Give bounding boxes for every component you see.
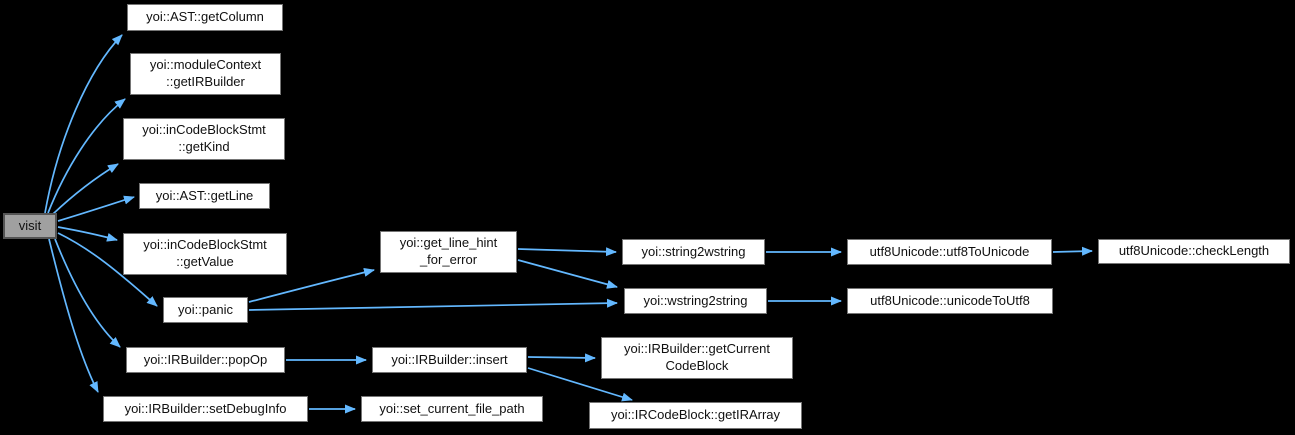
node-in-code-block-stmt-get-value[interactable]: yoi::inCodeBlockStmt ::getValue: [123, 233, 287, 275]
edge-visit-to-ir-builder-pop-op: [54, 238, 121, 348]
node-ast-get-line[interactable]: yoi::AST::getLine: [139, 183, 270, 209]
node-ast-get-column[interactable]: yoi::AST::getColumn: [127, 4, 283, 31]
edge-visit-to-ast-get-line: [57, 195, 135, 222]
edge-visit-to-module-context-get-ir-builder: [47, 98, 126, 214]
node-string2wstring[interactable]: yoi::string2wstring: [622, 239, 765, 265]
edge-get-line-hint-to-string2wstring: [517, 247, 617, 257]
node-ir-builder-insert[interactable]: yoi::IRBuilder::insert: [372, 347, 527, 373]
node-get-line-hint-for-error[interactable]: yoi::get_line_hint _for_error: [380, 231, 517, 273]
node-utf8-to-unicode[interactable]: utf8Unicode::utf8ToUnicode: [847, 239, 1052, 265]
edge-insert-to-get-current-code-block: [527, 353, 596, 363]
edge-insert-to-get-ir-array: [527, 367, 633, 402]
node-unicode-to-utf8[interactable]: utf8Unicode::unicodeToUtf8: [847, 288, 1053, 314]
node-module-context-get-ir-builder[interactable]: yoi::moduleContext ::getIRBuilder: [130, 53, 281, 95]
edge-get-line-hint-to-wstring2string: [517, 259, 618, 289]
node-set-current-file-path[interactable]: yoi::set_current_file_path: [361, 396, 543, 422]
node-get-current-code-block[interactable]: yoi::IRBuilder::getCurrent CodeBlock: [601, 337, 793, 379]
node-get-ir-array[interactable]: yoi::IRCodeBlock::getIRArray: [589, 402, 802, 429]
edge-panic-to-wstring2string: [248, 298, 618, 311]
edge-visit-to-panic: [57, 232, 158, 307]
node-wstring2string[interactable]: yoi::wstring2string: [624, 288, 767, 314]
node-check-length[interactable]: utf8Unicode::checkLength: [1098, 239, 1290, 264]
edge-visit-to-in-code-block-stmt-get-value: [57, 226, 118, 242]
node-panic[interactable]: yoi::panic: [163, 297, 248, 323]
node-ir-builder-set-debug-info[interactable]: yoi::IRBuilder::setDebugInfo: [103, 396, 308, 422]
edge-visit-to-ast-get-column: [44, 34, 123, 214]
edge-visit-to-ir-builder-set-debug-info: [48, 238, 99, 393]
node-ir-builder-pop-op[interactable]: yoi::IRBuilder::popOp: [126, 347, 285, 373]
node-in-code-block-stmt-get-kind[interactable]: yoi::inCodeBlockStmt ::getKind: [123, 118, 285, 160]
edge-utf8-to-unicode-to-check-length: [1052, 246, 1093, 256]
edge-visit-to-in-code-block-stmt-get-kind: [52, 163, 119, 215]
edge-panic-to-get-line-hint-for-error: [248, 267, 375, 303]
node-visit: visit: [3, 213, 57, 239]
